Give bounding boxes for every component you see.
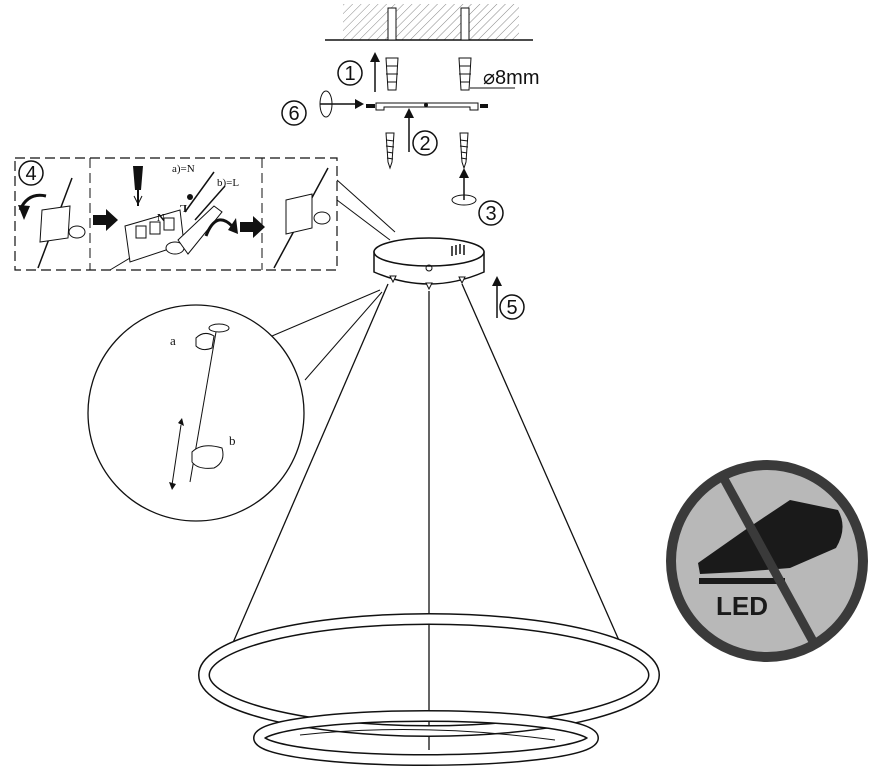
step-3: 3 (451, 168, 504, 226)
inner-ring (253, 710, 599, 766)
mounting-bracket (366, 102, 488, 111)
drill-size-label: ⌀8mm (483, 67, 539, 89)
wiring-detail-box: 4 N L a)=N b)=L (14, 157, 396, 271)
step-3-label: 3 (485, 203, 496, 225)
wall-plug-right (458, 57, 472, 91)
suspension-cables (231, 283, 622, 750)
hand-a-icon (195, 332, 215, 351)
connector-closed (18, 177, 86, 269)
step-5: 5 (492, 276, 525, 320)
led-strip-icon (699, 578, 785, 584)
arrow-right-1 (93, 209, 118, 231)
drill-size: ⌀8mm (470, 67, 539, 89)
ceiling-canopy (373, 237, 485, 291)
step-5-label: 5 (506, 297, 517, 319)
step-6: 6 (281, 90, 364, 126)
arrow-right-2 (240, 216, 265, 238)
screwdriver-icon (133, 166, 143, 190)
step-2: 2 (404, 108, 438, 156)
cable-detail-circle: a b (87, 289, 383, 522)
terminal-l-label: L (180, 202, 187, 214)
terminal-n-label: N (157, 212, 165, 224)
hand-icon (698, 500, 843, 574)
step-1-label: 1 (344, 63, 355, 85)
step-1: 1 (337, 52, 380, 92)
outer-ring (198, 613, 660, 737)
wall-plug-left (385, 57, 399, 91)
step-4-label: 4 (25, 163, 36, 185)
ceiling (325, 4, 533, 41)
hand-b-icon (191, 445, 224, 469)
screw-right (459, 132, 469, 170)
connector-final (273, 167, 331, 269)
detail-label-b: b (229, 433, 236, 448)
step-2-label: 2 (419, 133, 430, 155)
prohibition-slash (719, 474, 819, 648)
live-wire-label: b)=L (217, 177, 239, 189)
no-touch-led-icon: LED (666, 460, 868, 662)
terminal-block: N L a)=N b)=L (109, 163, 239, 271)
screw-left (385, 132, 395, 170)
step-6-label: 6 (288, 103, 299, 125)
neutral-wire-label: a)=N (172, 163, 195, 175)
led-label: LED (716, 591, 768, 621)
detail-label-a: a (170, 333, 176, 348)
